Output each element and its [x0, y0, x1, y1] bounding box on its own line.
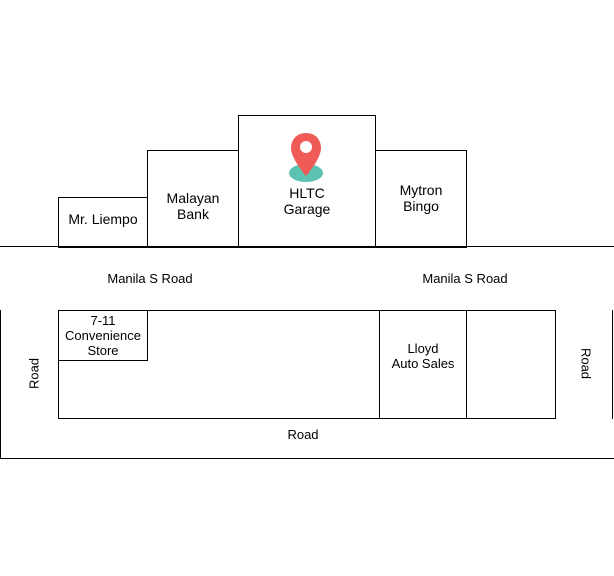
- south-block: [58, 310, 556, 419]
- lloyd-auto-sales-label: Lloyd Auto Sales: [391, 341, 455, 371]
- road-south-edge: [0, 458, 614, 459]
- road-right-label: Road: [578, 347, 594, 380]
- road-east-edge: [612, 310, 613, 419]
- road-west-edge: [0, 310, 1, 459]
- manila-s-road-north-edge: [0, 246, 614, 247]
- mr-liempo-label: Mr. Liempo: [68, 211, 138, 227]
- lloyd-auto-sales-west-wall: [379, 310, 380, 419]
- manila-s-road-right-label: Manila S Road: [422, 271, 508, 286]
- seven-eleven-label: 7-11 Convenience Store: [65, 313, 141, 358]
- location-pin-icon: [289, 133, 323, 182]
- mytron-bingo-building: [375, 150, 467, 248]
- road-bottom-label: Road: [287, 427, 319, 442]
- manila-s-road-left-label: Manila S Road: [107, 271, 193, 286]
- lloyd-auto-sales-east-wall: [466, 310, 467, 419]
- malayan-bank-label: Malayan Bank: [166, 190, 220, 222]
- mytron-bingo-label: Mytron Bingo: [399, 182, 443, 214]
- seven-eleven-building: [58, 310, 148, 361]
- location-pin-head: [291, 133, 321, 176]
- road-left-label: Road: [26, 357, 42, 390]
- hltc-garage-label: HLTC Garage: [283, 185, 331, 217]
- location-pin-hole: [300, 141, 312, 153]
